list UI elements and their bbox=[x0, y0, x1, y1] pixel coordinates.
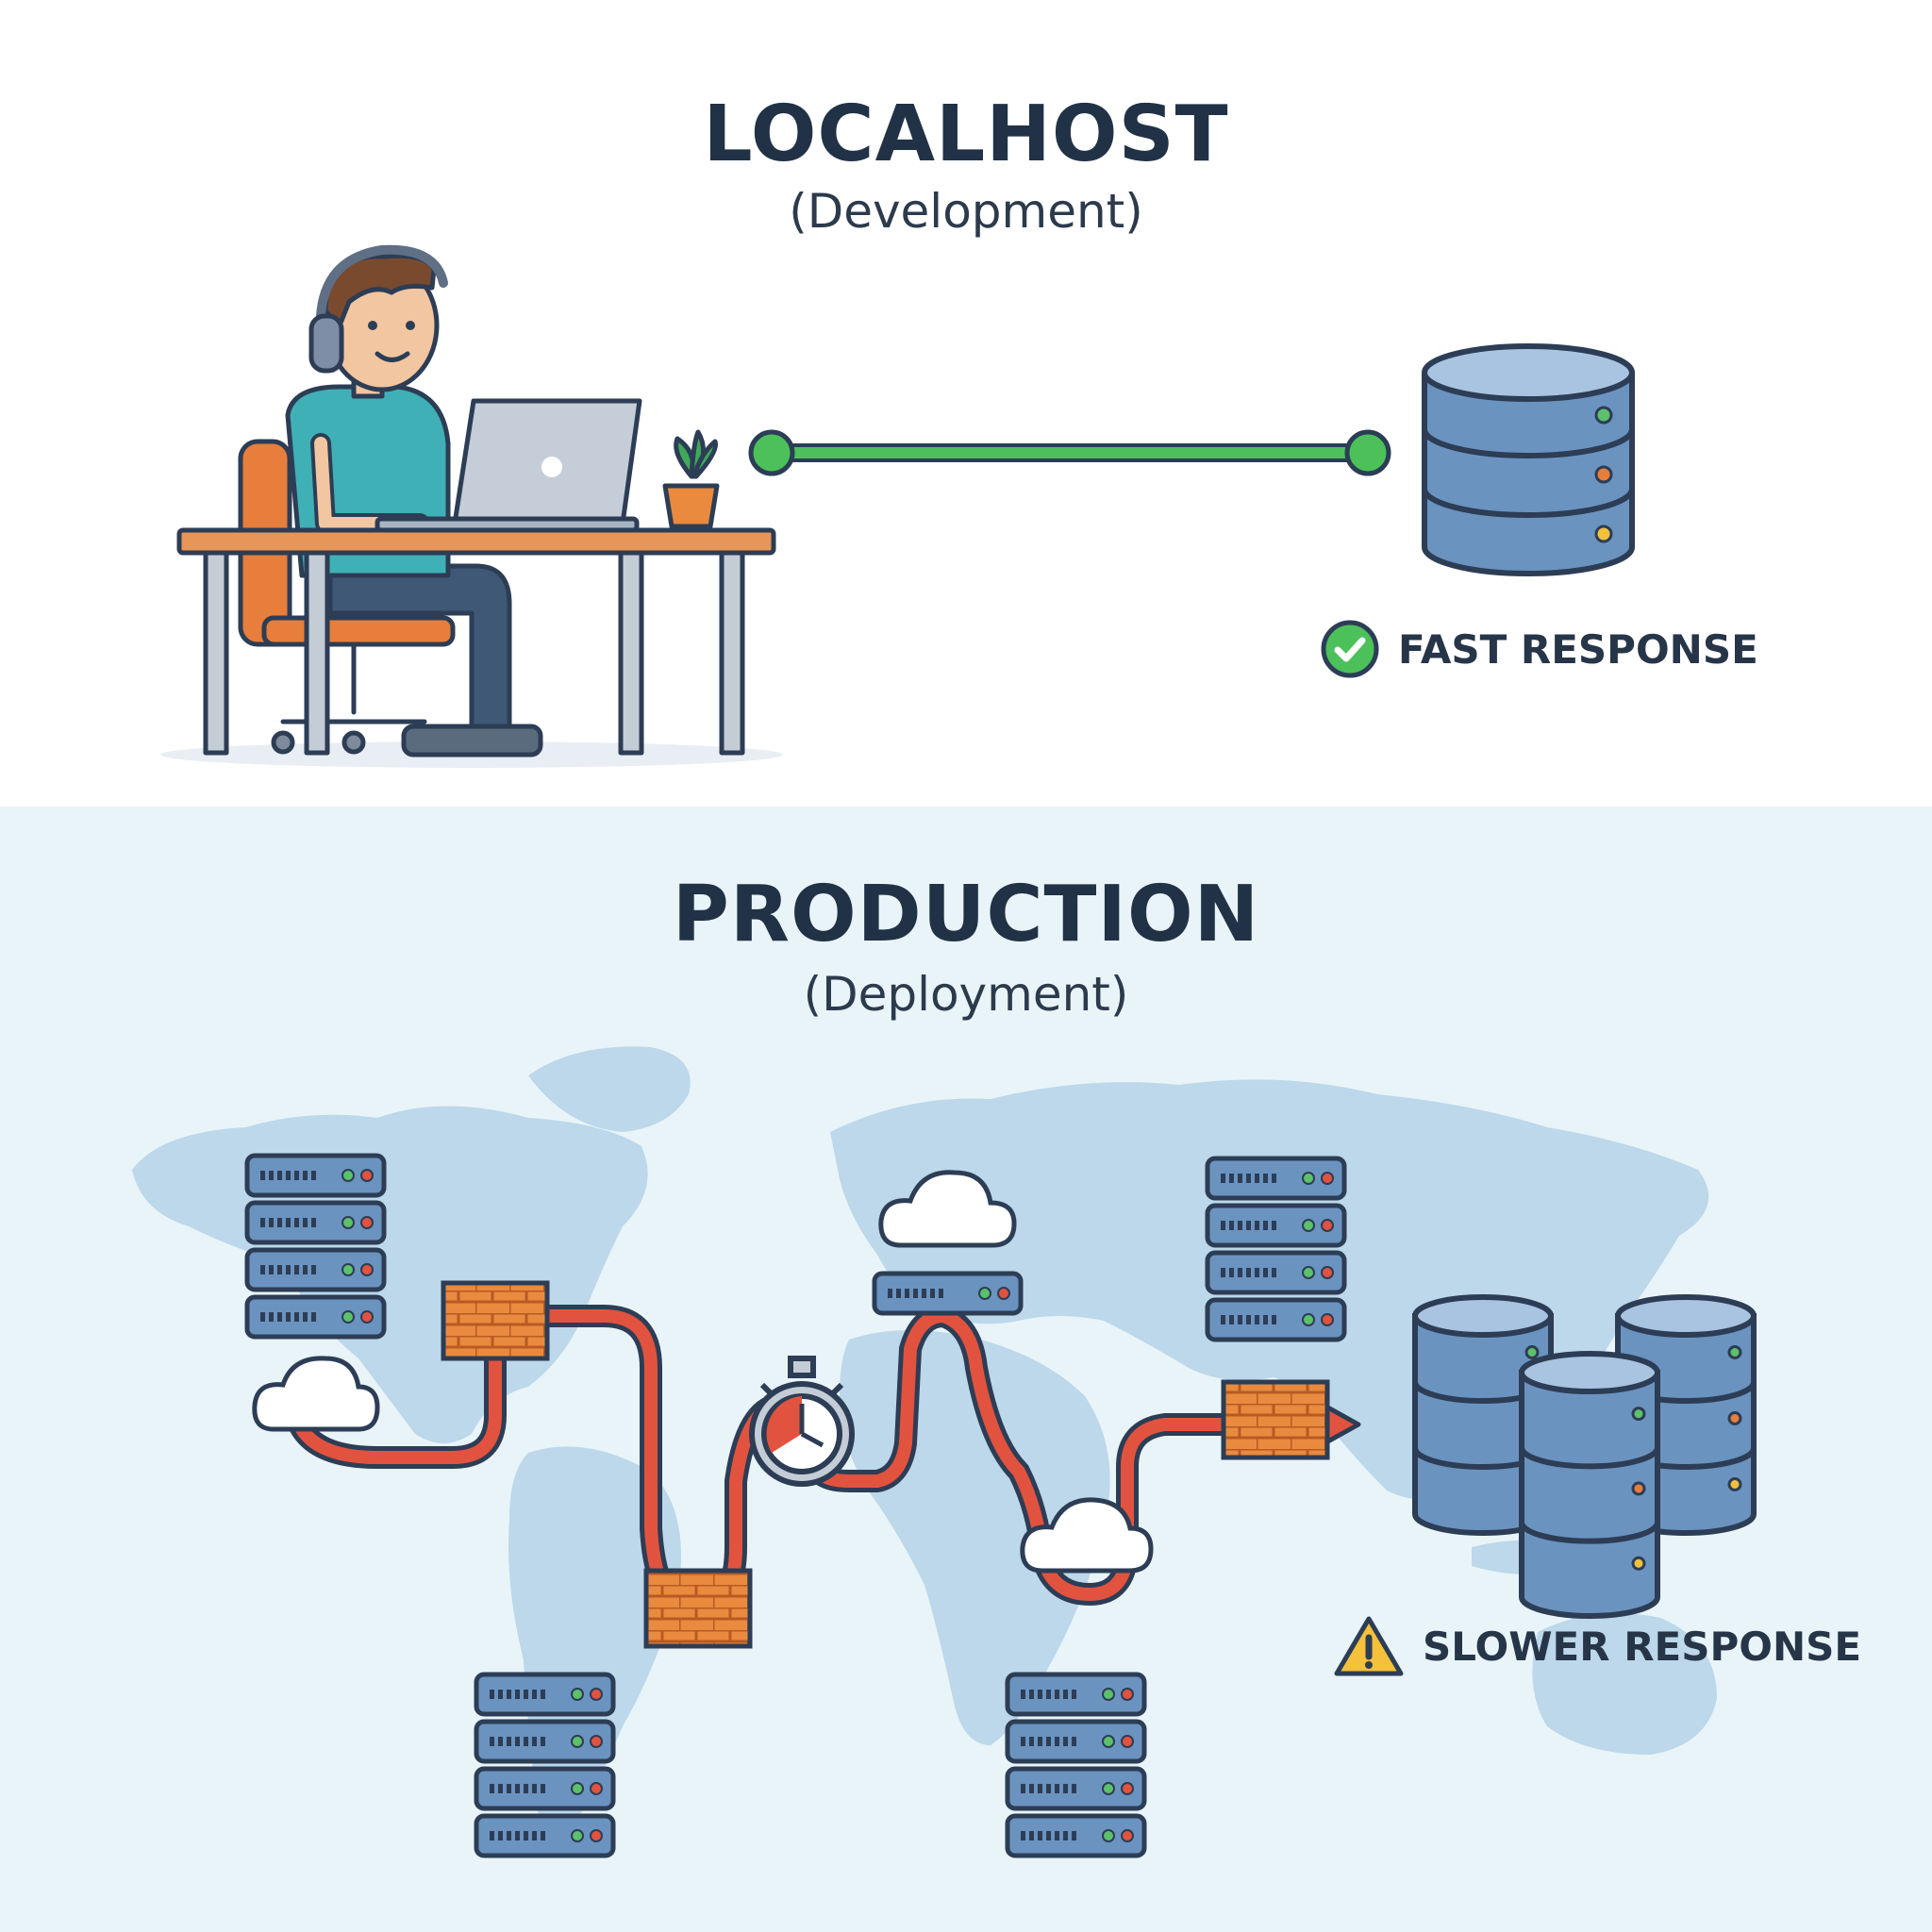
firewall-icon bbox=[441, 1280, 550, 1361]
server-rack-icon bbox=[1005, 1672, 1147, 1858]
greenland bbox=[528, 1046, 691, 1132]
fast-response-status: FAST RESPONSE bbox=[1319, 618, 1758, 680]
slower-response-status: SLOWER RESPONSE bbox=[1332, 1613, 1861, 1679]
cloud-icon bbox=[252, 1356, 380, 1432]
cloud-icon bbox=[878, 1170, 1017, 1248]
slower-response-label: SLOWER RESPONSE bbox=[1423, 1623, 1862, 1670]
server-rack-icon bbox=[244, 1153, 387, 1340]
localhost-title: LOCALHOST bbox=[703, 90, 1229, 179]
fast-connection-line bbox=[748, 429, 1391, 476]
firewall-icon bbox=[1221, 1379, 1330, 1460]
warning-triangle-icon bbox=[1334, 1616, 1404, 1676]
localhost-subtitle: (Development) bbox=[789, 184, 1143, 239]
laptop-icon bbox=[375, 398, 642, 533]
stopwatch-icon bbox=[749, 1356, 855, 1487]
north-america bbox=[132, 1106, 648, 1443]
production-subtitle: (Deployment) bbox=[803, 967, 1129, 1022]
production-database-cluster bbox=[1412, 1294, 1757, 1619]
server-rack-icon bbox=[1205, 1156, 1347, 1342]
local-database-icon bbox=[1422, 343, 1635, 576]
production-title: PRODUCTION bbox=[672, 870, 1260, 959]
server-rack-icon bbox=[474, 1672, 616, 1858]
cloud-icon bbox=[1020, 1497, 1154, 1574]
server-racks bbox=[244, 1153, 1347, 1858]
firewall-icon bbox=[643, 1568, 753, 1649]
australia bbox=[1532, 1613, 1717, 1755]
developer-scene bbox=[160, 244, 783, 768]
fast-response-label: FAST RESPONSE bbox=[1398, 625, 1758, 673]
check-circle-icon bbox=[1321, 620, 1379, 678]
plant-icon bbox=[662, 429, 720, 529]
server-rack-icon bbox=[872, 1271, 1024, 1316]
database-icon bbox=[1519, 1351, 1660, 1619]
